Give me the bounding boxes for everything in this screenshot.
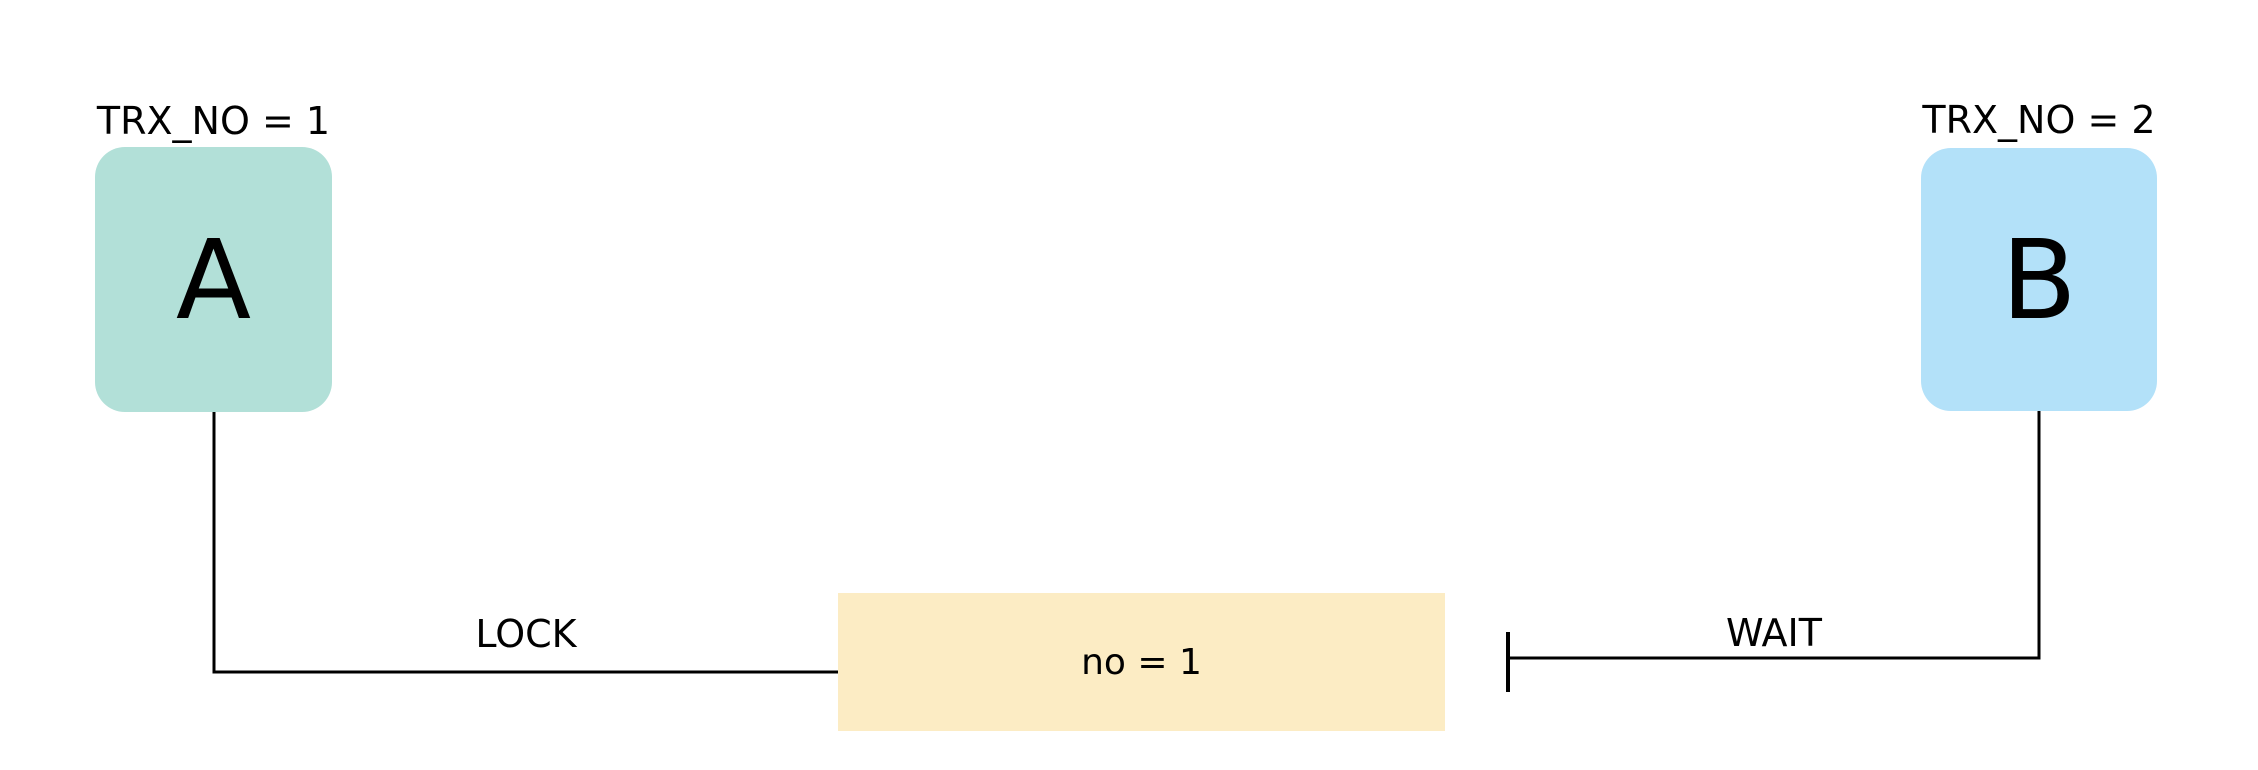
transaction-a-node: A [95,147,332,412]
trx-a-caption: TRX_NO = 1 [96,99,331,143]
locked-row-box: no = 1 [838,593,1445,731]
transaction-a-label: A [175,215,252,344]
locked-row-label: no = 1 [1081,641,1202,683]
wait-edge-label: WAIT [1726,611,1822,655]
trx-b-caption: TRX_NO = 2 [1922,98,2156,142]
transaction-b-node: B [1921,148,2157,411]
lock-edge-label: LOCK [475,612,577,656]
transaction-b-label: B [2001,215,2077,344]
